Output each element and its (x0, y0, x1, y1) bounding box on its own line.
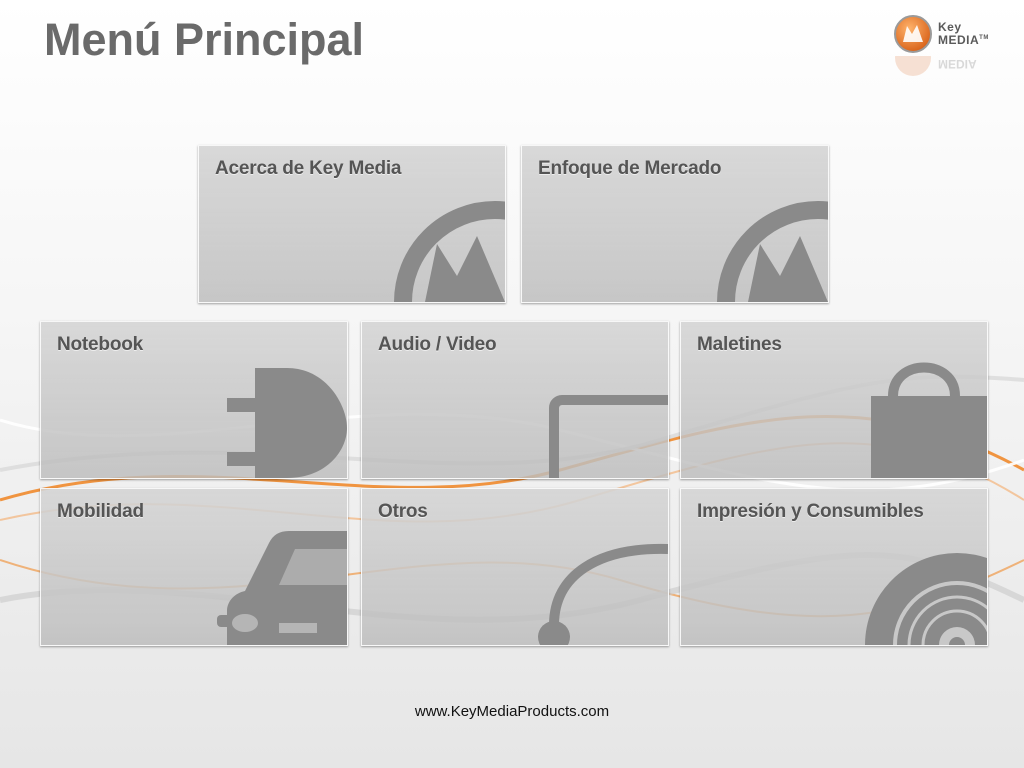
tile-label: Otros (378, 501, 428, 522)
disc-icon (865, 553, 987, 645)
tile-label: Audio / Video (378, 334, 497, 355)
tile-acerca-de-key-media[interactable]: Acerca de Key Media (198, 145, 506, 303)
tile-audio-video[interactable]: Audio / Video (361, 321, 669, 479)
logo-wordmark-reflection: MEDIA (938, 57, 977, 71)
car-icon (217, 531, 347, 645)
footer-url[interactable]: www.KeyMediaProducts.com (414, 703, 610, 720)
keymedia-logo-icon (894, 15, 932, 53)
tile-label: Mobilidad (57, 501, 144, 522)
tile-impresion-y-consumibles[interactable]: Impresión y Consumibles (680, 488, 988, 646)
tile-enfoque-de-mercado[interactable]: Enfoque de Mercado (521, 145, 829, 303)
keymedia-logo-icon (717, 201, 828, 302)
monitor-icon (549, 395, 668, 478)
tile-label: Notebook (57, 334, 144, 355)
tile-label: Enfoque de Mercado (538, 158, 722, 179)
headphones-icon (538, 543, 668, 645)
tile-label: Impresión y Consumibles (697, 501, 924, 522)
tile-label: Maletines (697, 334, 782, 355)
power-plug-icon (227, 368, 347, 478)
tile-otros[interactable]: Otros (361, 488, 669, 646)
tile-mobilidad[interactable]: Mobilidad (40, 488, 348, 646)
tile-label: Acerca de Key Media (215, 158, 402, 179)
logo-wordmark: Key MEDIATM (938, 20, 989, 47)
briefcase-icon (871, 362, 987, 478)
keymedia-logo-icon (394, 201, 505, 302)
logo-reflection (895, 56, 931, 76)
page-title: Menú Principal (44, 14, 365, 65)
tile-notebook[interactable]: Notebook (40, 321, 348, 479)
tile-maletines[interactable]: Maletines (680, 321, 988, 479)
keymedia-logo: Key MEDIATM MEDIA (893, 14, 1005, 84)
